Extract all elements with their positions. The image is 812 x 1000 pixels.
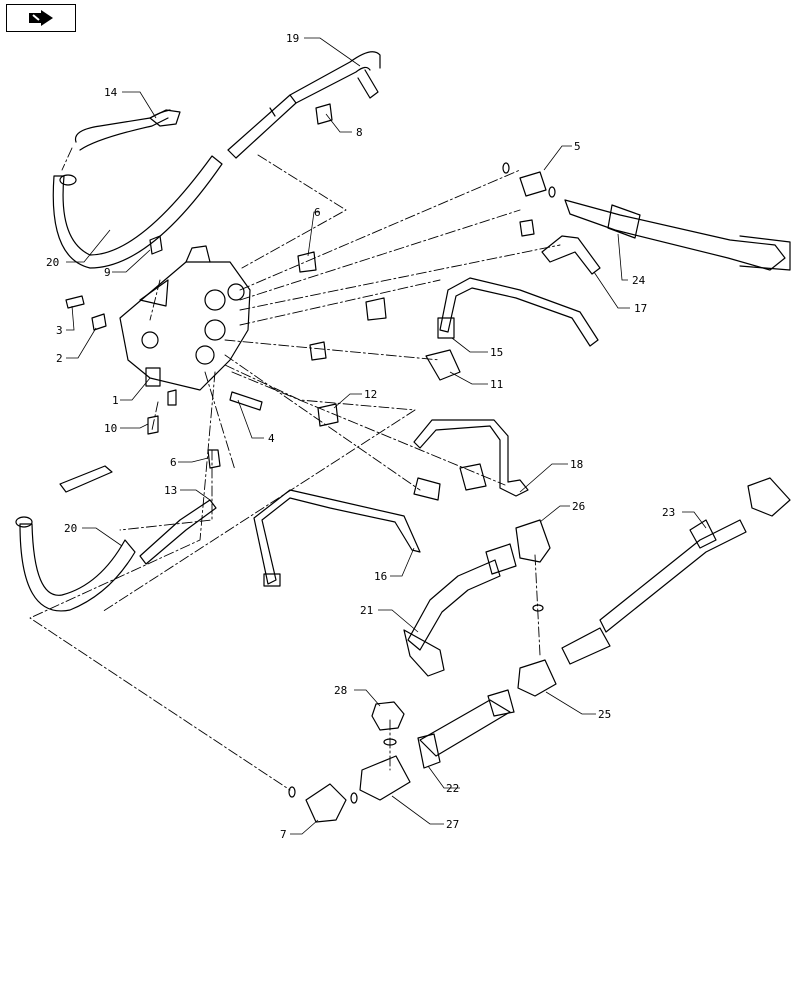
hose-13 xyxy=(139,499,217,565)
fitting-2 xyxy=(91,313,107,331)
callout-6a: 6 xyxy=(314,206,321,219)
callout-11: 11 xyxy=(490,378,503,391)
control-valve-1 xyxy=(119,245,251,406)
callout-9: 9 xyxy=(104,266,111,279)
callout-8: 8 xyxy=(356,126,363,139)
leader-lines xyxy=(66,37,707,835)
hose-21 xyxy=(403,543,517,677)
callout-10: 10 xyxy=(104,422,117,435)
hose-24 xyxy=(564,199,791,271)
tee-25 xyxy=(517,659,557,697)
fitting-6-lower xyxy=(207,449,221,469)
fitting-3 xyxy=(65,295,85,309)
callout-3: 3 xyxy=(56,324,63,337)
callout-6b: 6 xyxy=(170,456,177,469)
fitting-mid2 xyxy=(309,341,327,361)
tube-17 xyxy=(541,235,601,275)
callout-19: 19 xyxy=(286,32,299,45)
callout-18: 18 xyxy=(570,458,583,471)
fitting-9 xyxy=(149,235,163,255)
callout-21: 21 xyxy=(360,604,373,617)
hose-13-upper xyxy=(59,465,113,493)
callout-25: 25 xyxy=(598,708,611,721)
hose-20-upper xyxy=(52,155,223,269)
callout-23: 23 xyxy=(662,506,675,519)
hose-20-lower xyxy=(15,516,136,612)
fitting-10 xyxy=(147,415,159,435)
callout-14: 14 xyxy=(104,86,118,99)
navigate-button[interactable] xyxy=(6,4,76,32)
callout-1: 1 xyxy=(112,394,119,407)
callout-4: 4 xyxy=(268,432,275,445)
elbow-7 xyxy=(305,783,347,823)
hose-23 xyxy=(561,477,791,665)
fitting-5 xyxy=(519,171,547,197)
callout-7: 7 xyxy=(280,828,287,841)
callout-17: 17 xyxy=(634,302,647,315)
callout-24: 24 xyxy=(632,274,646,287)
callout-28: 28 xyxy=(334,684,347,697)
nut-28 xyxy=(371,701,405,731)
fitting-11 xyxy=(425,349,461,381)
assembly-lines xyxy=(29,147,561,791)
hose-19 xyxy=(227,51,381,159)
callout-27: 27 xyxy=(446,818,459,831)
hose-14 xyxy=(74,109,181,151)
callout-26: 26 xyxy=(572,500,585,513)
elbow-26 xyxy=(515,519,551,563)
callout-16: 16 xyxy=(374,570,387,583)
tube-16 xyxy=(253,489,421,585)
callout-15: 15 xyxy=(490,346,503,359)
callout-13: 13 xyxy=(164,484,177,497)
callout-22: 22 xyxy=(446,782,459,795)
tube-18 xyxy=(413,419,529,497)
fitting-15 xyxy=(437,317,455,339)
tube-15 xyxy=(439,277,599,347)
fitting-12 xyxy=(317,403,339,427)
bolt-4 xyxy=(229,391,263,411)
callout-20a: 20 xyxy=(46,256,59,269)
fitting-6-upper xyxy=(297,251,317,273)
navigate-arrow-icon xyxy=(29,10,53,26)
callout-5: 5 xyxy=(574,140,581,153)
hose-22 xyxy=(417,689,515,769)
callout-20b: 20 xyxy=(64,522,77,535)
fitting-mid xyxy=(365,297,387,321)
callout-labels: 19 14 8 5 6 20 9 24 17 3 15 2 11 12 1 10… xyxy=(46,32,675,841)
callout-2: 2 xyxy=(56,352,63,365)
fitting-17 xyxy=(519,219,535,237)
callout-12: 12 xyxy=(364,388,377,401)
fitting-8 xyxy=(315,103,333,125)
tee-27 xyxy=(359,755,411,801)
